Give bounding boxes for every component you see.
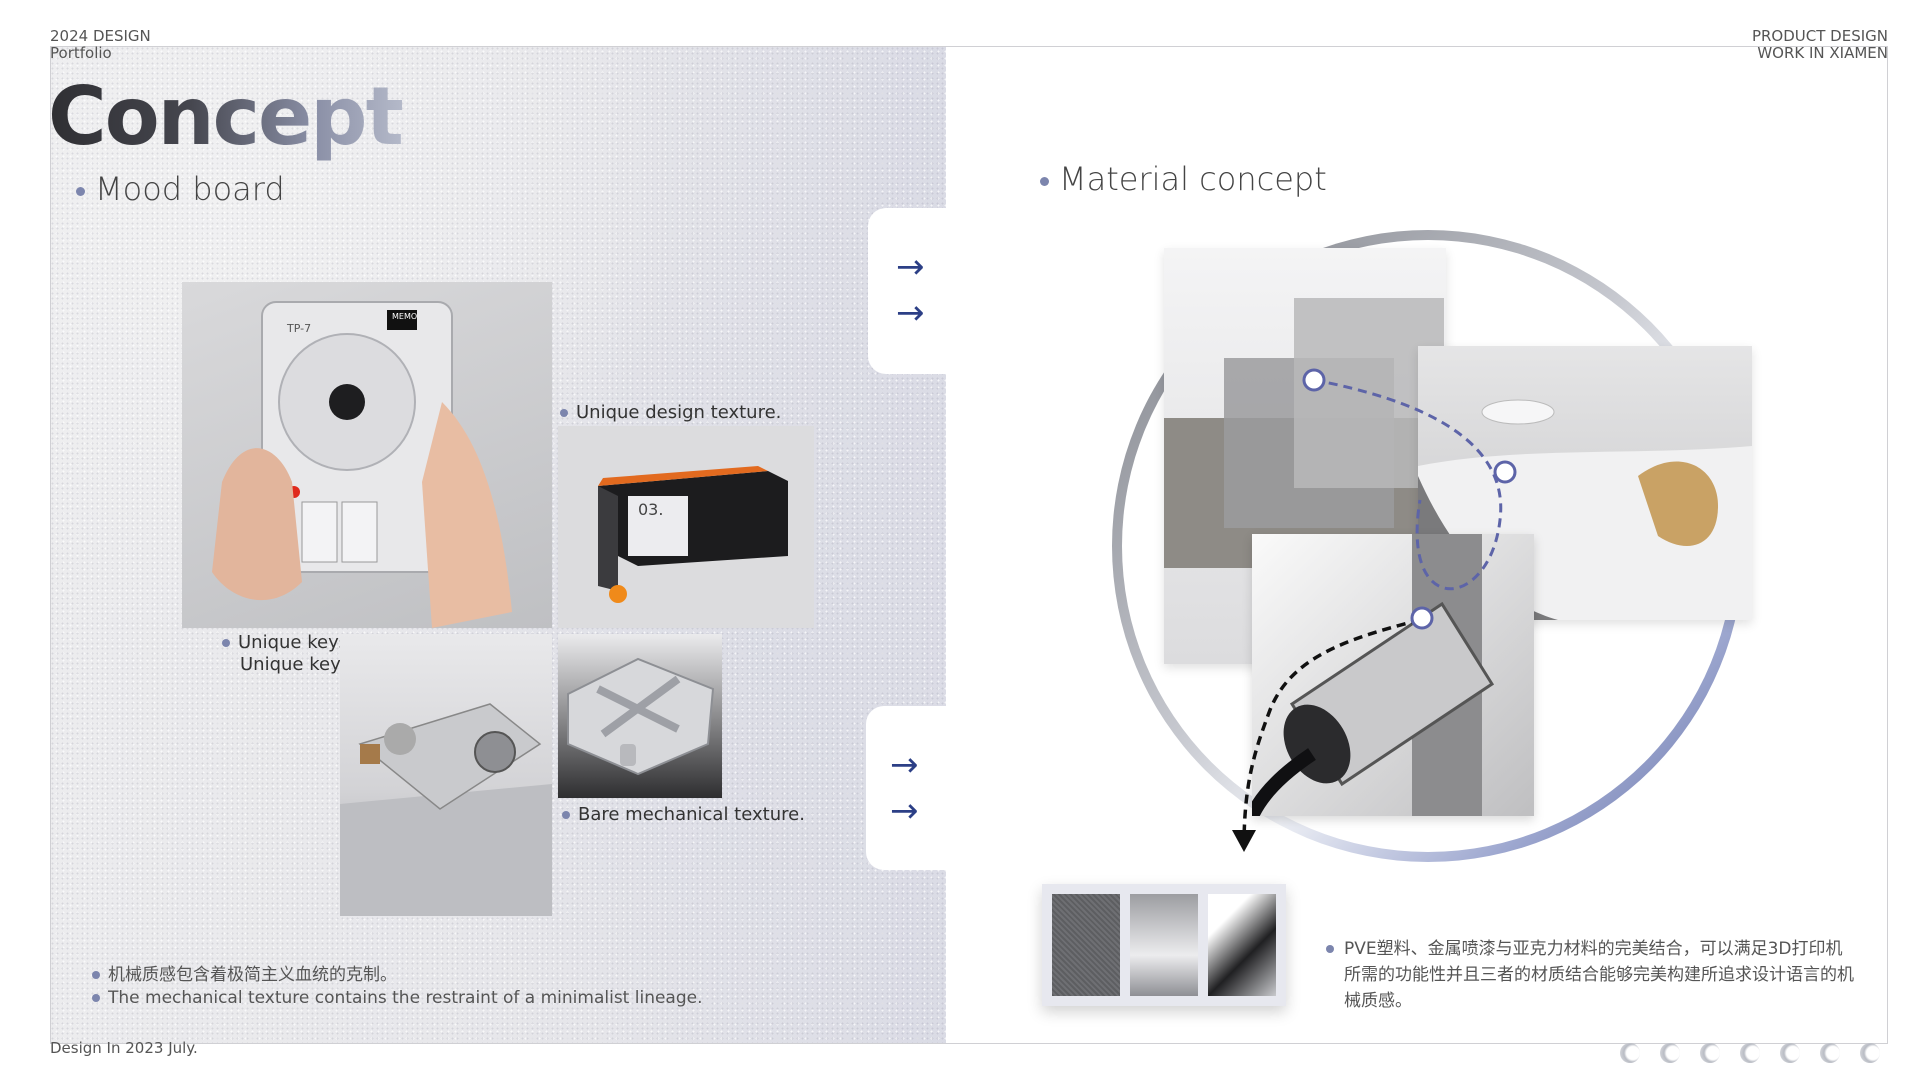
bullet-icon — [560, 409, 568, 417]
arrow-right-icon: → — [890, 791, 919, 831]
material-description-text: PVE塑料、金属喷漆与亚克力材料的完美结合，可以满足3D打印机所需的功能性并且三… — [1344, 939, 1854, 1011]
arrow-right-icon: → — [896, 247, 925, 287]
mood-board-heading-text: Mood board — [95, 170, 285, 208]
material-description: PVE塑料、金属喷漆与亚克力材料的完美结合，可以满足3D打印机所需的功能性并且三… — [1326, 936, 1856, 1014]
caption-unique-keys-1-text: Unique keys — [238, 632, 349, 653]
pager-dot[interactable] — [1620, 1043, 1640, 1063]
pager-dot[interactable] — [1820, 1043, 1840, 1063]
swatch-plastic — [1052, 894, 1120, 996]
pager-dot[interactable] — [1660, 1043, 1680, 1063]
note-cn: 机械质感包含着极简主义血统的克制。 — [92, 960, 397, 985]
page-title: Concept — [48, 70, 404, 163]
bullet-icon — [92, 994, 100, 1002]
photo-design-texture: 03. — [558, 426, 814, 628]
arrow-tab-top[interactable]: → → — [868, 208, 948, 374]
photo-plastic-material — [1418, 346, 1752, 620]
swatch-metal — [1130, 894, 1198, 996]
arrow-tab-bottom[interactable]: → → — [866, 706, 946, 870]
note-cn-text: 机械质感包含着极简主义血统的克制。 — [108, 965, 397, 985]
bullet-icon — [1040, 176, 1049, 186]
caption-design-texture-text: Unique design texture. — [576, 402, 782, 423]
note-en: The mechanical texture contains the rest… — [92, 988, 703, 1008]
header-left: 2024 DESIGN Portfolio — [50, 28, 151, 62]
bullet-icon — [76, 186, 85, 196]
material-swatches — [1042, 884, 1286, 1006]
swatch-acrylic — [1208, 894, 1276, 996]
material-concept-heading-text: Material concept — [1059, 160, 1327, 198]
bullet-icon — [1326, 945, 1334, 953]
material-connector-path — [1232, 368, 1517, 852]
material-concept-heading: Material concept — [1040, 160, 1327, 198]
header-right: PRODUCT DESIGN WORK IN XIAMEN — [1752, 28, 1888, 62]
arrow-right-icon: → — [890, 745, 919, 785]
caption-unique-keys-2: Unique keys — [240, 654, 351, 675]
photo-metal-material — [1252, 534, 1534, 816]
bullet-icon — [92, 971, 100, 979]
header-location: WORK IN XIAMEN — [1757, 44, 1888, 62]
photo-mechanical-texture — [558, 634, 722, 798]
caption-mechanical-texture-text: Bare mechanical texture. — [578, 804, 805, 825]
pager-dot[interactable] — [1780, 1043, 1800, 1063]
box-label: 03. — [638, 500, 664, 519]
caption-design-texture: Unique design texture. — [560, 402, 781, 423]
mood-board-heading: Mood board — [76, 170, 285, 208]
caption-mechanical-texture: Bare mechanical texture. — [562, 804, 805, 825]
pager-dot[interactable] — [1860, 1043, 1880, 1063]
header-product-design: PRODUCT DESIGN — [1751, 27, 1888, 45]
arrow-right-icon: → — [896, 293, 925, 333]
photo-device-hand: TP-7 MEMO — [182, 282, 552, 628]
pager-dot[interactable] — [1700, 1043, 1720, 1063]
photo-unique-keys — [340, 634, 552, 916]
pager-dot[interactable] — [1740, 1043, 1760, 1063]
note-en-text: The mechanical texture contains the rest… — [108, 988, 703, 1008]
device-brand: TP-7 — [287, 322, 312, 335]
bullet-icon — [222, 639, 230, 647]
footer-date: Design In 2023 July. — [50, 1039, 198, 1057]
device-badge: MEMO — [392, 312, 418, 321]
caption-unique-keys-1: Unique keys — [222, 632, 348, 653]
header-portfolio: Portfolio — [50, 44, 112, 62]
bullet-icon — [562, 811, 570, 819]
header-year: 2024 DESIGN — [50, 27, 151, 45]
